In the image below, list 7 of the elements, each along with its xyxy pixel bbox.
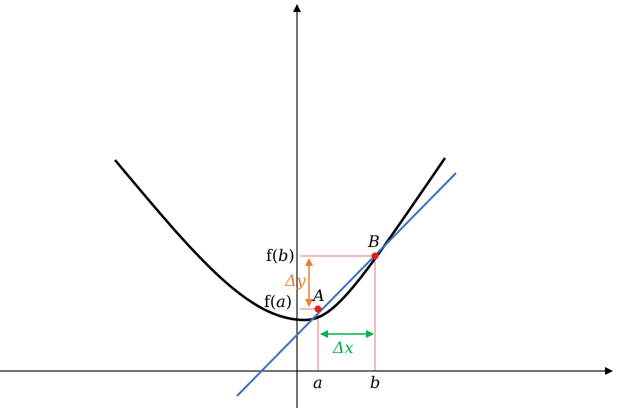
- axis-label: b: [370, 374, 380, 392]
- axis-label: f(a): [264, 293, 292, 311]
- point-label: B: [368, 233, 380, 251]
- dimension-label: Δx: [333, 339, 354, 357]
- axis-label: f(b): [266, 247, 295, 265]
- axis-label: a: [313, 374, 323, 392]
- point-label: A: [313, 287, 325, 305]
